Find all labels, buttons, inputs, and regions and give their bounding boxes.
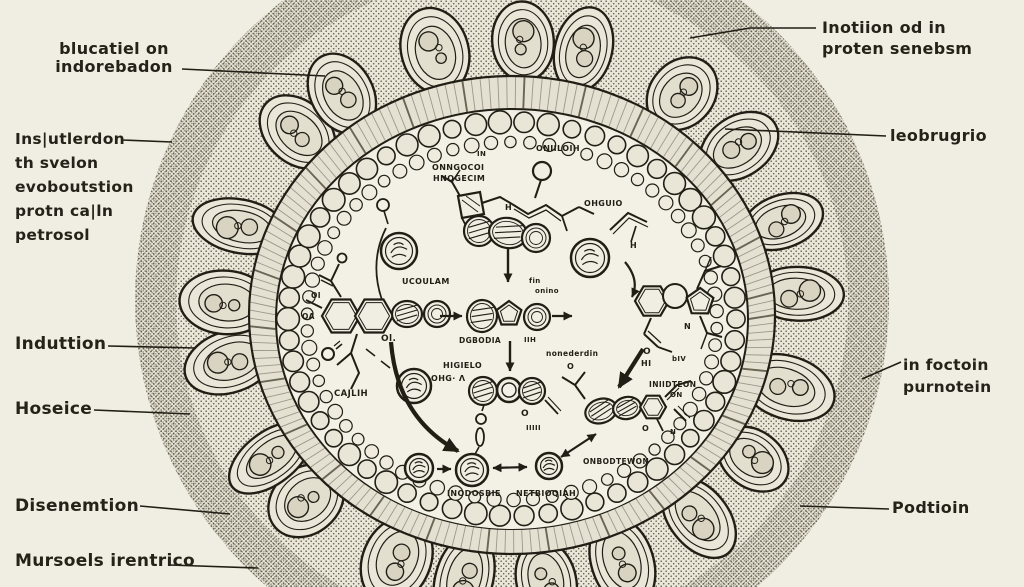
label-insutlerdon-line-0: Ins|utlerdon (15, 130, 125, 148)
inner-label-2: ONIILOIH (536, 144, 580, 153)
leader-line-9 (799, 505, 890, 510)
inner-label-27: ONBODTEWON (583, 457, 650, 466)
organelle-blob (660, 476, 738, 560)
inner-label-5: UCOULAM (402, 277, 450, 286)
inner-label-28: INODOSBIE (447, 489, 501, 498)
leader-line-6 (689, 27, 816, 39)
label-insutlerdon-line-3: protn ca|ln (15, 202, 114, 220)
label-disenemtion-line-0: Disenemtion (15, 496, 139, 516)
inner-label-23: INIIDTEON (649, 380, 697, 389)
label-inotiion: Inotiion od in proten senebsm (822, 17, 1012, 59)
inner-label-26: N (670, 428, 677, 436)
label-inotiion-line-1: proten senebsm (822, 39, 973, 58)
label-mursoels: Mursoels irentrico (15, 551, 195, 571)
leader-line-2 (107, 345, 197, 349)
label-induttion-line-0: Induttion (15, 334, 107, 354)
inner-label-29: NETBIOQIAH (516, 489, 577, 498)
inner-label-0: ONNGOCOI (432, 163, 485, 172)
label-induttion: Induttion (15, 334, 135, 354)
label-insutlerdon-line-1: th svelon (15, 154, 99, 172)
inner-label-22: bIV (672, 355, 687, 363)
inner-label-11: IIH (524, 336, 537, 344)
label-blucatiel-line-1: indorebadon (55, 57, 173, 76)
inner-label-31: OI (311, 291, 321, 300)
label-mursoels-line-0: Mursoels irentrico (15, 551, 195, 571)
label-hoseice: Hoseice (15, 399, 135, 419)
inner-label-4: H (505, 203, 513, 212)
label-hoseice-line-0: Hoseice (15, 399, 93, 419)
inner-label-17: O (521, 409, 530, 419)
membrane-band (247, 74, 777, 556)
leader-lines (93, 27, 902, 569)
organelle-blob (588, 515, 657, 587)
leader-line-4 (139, 505, 231, 515)
inner-label-9: CAJLIH (334, 389, 369, 399)
organelle-blob (490, 0, 556, 83)
organelle-blob (432, 531, 496, 587)
label-infoctoin-line-0: in foctoin (903, 356, 989, 374)
inner-label-25: O (642, 424, 650, 433)
label-leobrugrio-line-0: leobrugrio (890, 126, 987, 145)
label-insutlerdon-line-4: petrosol (15, 226, 90, 244)
leader-line-0 (181, 68, 326, 77)
organelle-blob (306, 52, 378, 135)
label-insutlerdon: Ins|utlerdon th svelon evoboutstion protn c… (15, 127, 185, 247)
pathway-diagram (305, 160, 723, 488)
leader-line-7 (724, 128, 887, 137)
label-leobrugrio: leobrugrio (890, 126, 1020, 146)
inner-label-21: N (684, 322, 692, 331)
inner-label-18: IIIII (526, 424, 542, 432)
label-podtioin-line-0: Podtioin (892, 498, 970, 517)
inner-label-24: ON (670, 391, 683, 399)
inner-label-16: nonederdin (546, 349, 599, 358)
inner-label-12: fin (529, 277, 541, 285)
organelle-blob (399, 6, 471, 96)
label-insutlerdon-line-2: evoboutstion (15, 178, 134, 196)
label-infoctoin-line-1: purnotein (903, 378, 992, 396)
label-podtioin: Podtioin (892, 498, 1012, 518)
leader-line-5 (169, 564, 259, 569)
inner-label-13: onino (535, 287, 559, 295)
inner-label-3: IN (477, 150, 487, 158)
organelle-blob (698, 110, 780, 183)
leader-line-3 (93, 409, 191, 415)
inner-label-14: HIGIELO (443, 361, 483, 370)
inner-label-15: OHG· Λ (431, 374, 466, 383)
inner-label-1: HNOGECIM (433, 174, 486, 183)
label-inotiion-line-0: Inotiion od in (822, 18, 946, 37)
label-disenemtion: Disenemtion (15, 496, 155, 516)
leader-line-8 (861, 361, 902, 380)
inner-label-6: OHGUIO (584, 199, 623, 208)
inner-label-7: H (630, 241, 638, 250)
leader-line-1 (121, 139, 173, 143)
label-blucatiel-line-0: blucatiel on (59, 39, 169, 58)
inner-label-32: OA (302, 312, 315, 321)
inner-label-19: O (643, 347, 652, 357)
bead-rows (275, 110, 746, 527)
inner-label-10: DGBODIA (459, 336, 502, 345)
inner-label-30: O (567, 362, 575, 371)
inner-label-20: HI (641, 359, 652, 368)
inner-label-8: Ol. (381, 334, 397, 344)
label-infoctoin: in foctoin purnotein (903, 354, 1023, 398)
